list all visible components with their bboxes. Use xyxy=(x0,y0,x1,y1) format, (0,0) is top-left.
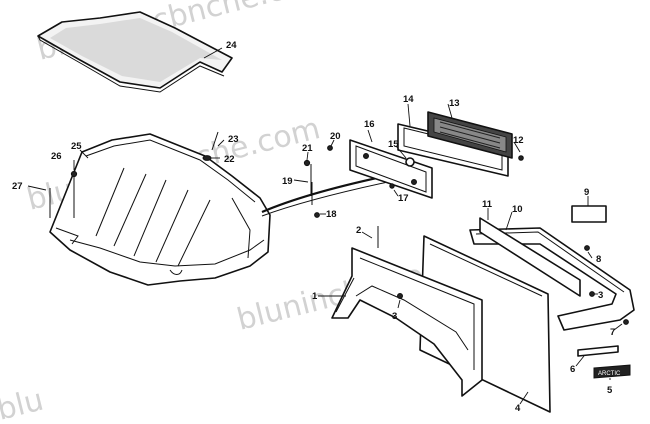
callout-20: 20 xyxy=(330,131,341,142)
tail-light-housing-part-16 xyxy=(349,139,433,199)
decal-text: ARCTIC xyxy=(598,371,621,377)
floor-mat-part-24 xyxy=(37,11,233,93)
callout-5: 5 xyxy=(607,385,613,396)
callout-8: 8 xyxy=(596,254,601,265)
callout-27: 27 xyxy=(12,181,23,192)
callout-22: 22 xyxy=(224,154,235,165)
hood-part-25 xyxy=(49,133,271,286)
nut-part-8 xyxy=(584,245,590,251)
nut-part-3b xyxy=(589,291,595,297)
screw-part-20 xyxy=(327,145,333,151)
callout-23: 23 xyxy=(228,134,239,145)
rear-frame-part-1 xyxy=(331,247,483,397)
callout-25: 25 xyxy=(71,141,82,152)
bumper-hardware xyxy=(377,226,629,325)
callout-19: 19 xyxy=(282,176,293,187)
bulb-part-15 xyxy=(405,157,415,167)
washer-part-18 xyxy=(314,212,320,218)
callout-18: 18 xyxy=(326,209,337,220)
callout-1: 1 xyxy=(312,291,318,302)
callout-12: 12 xyxy=(513,135,524,146)
hardware xyxy=(49,131,524,218)
callout-4: 4 xyxy=(515,403,521,414)
bolt-part-7 xyxy=(623,319,629,325)
callout-3b: 3 xyxy=(598,290,603,301)
leader-lines xyxy=(27,47,623,405)
tail-light-lens-part-13 xyxy=(427,111,513,159)
callout-26: 26 xyxy=(51,151,62,162)
callout-11: 11 xyxy=(482,199,493,210)
callouts: 24 25 26 27 23 22 20 21 19 18 16 14 13 1… xyxy=(12,40,615,414)
rear-bumper-part-10 xyxy=(469,227,635,331)
callout-16: 16 xyxy=(364,119,375,130)
callout-6: 6 xyxy=(570,364,575,375)
callout-10: 10 xyxy=(512,204,523,215)
decal-part-9 xyxy=(571,205,607,223)
screw-part-17 xyxy=(389,183,395,189)
callout-2: 2 xyxy=(356,225,361,236)
decal-part-5: ARCTIC xyxy=(593,364,631,379)
callout-9: 9 xyxy=(584,187,589,198)
callout-21: 21 xyxy=(302,143,313,154)
callout-7: 7 xyxy=(610,327,615,338)
trim-strip-part-6 xyxy=(577,345,619,357)
screw-part-12 xyxy=(518,155,524,161)
bumper-bracket-part-11 xyxy=(479,217,581,297)
callout-15: 15 xyxy=(388,139,399,150)
callout-17: 17 xyxy=(398,193,409,204)
callout-24: 24 xyxy=(226,40,237,51)
watermark-text-3: blu xyxy=(0,383,47,424)
callout-13: 13 xyxy=(449,98,460,109)
bolt-part-23 xyxy=(211,131,219,151)
callout-3a: 3 xyxy=(392,311,397,322)
grommet-part-22 xyxy=(202,155,212,161)
nut-part-26 xyxy=(70,170,78,178)
nut-part-21 xyxy=(303,159,311,167)
callout-14: 14 xyxy=(403,94,414,105)
